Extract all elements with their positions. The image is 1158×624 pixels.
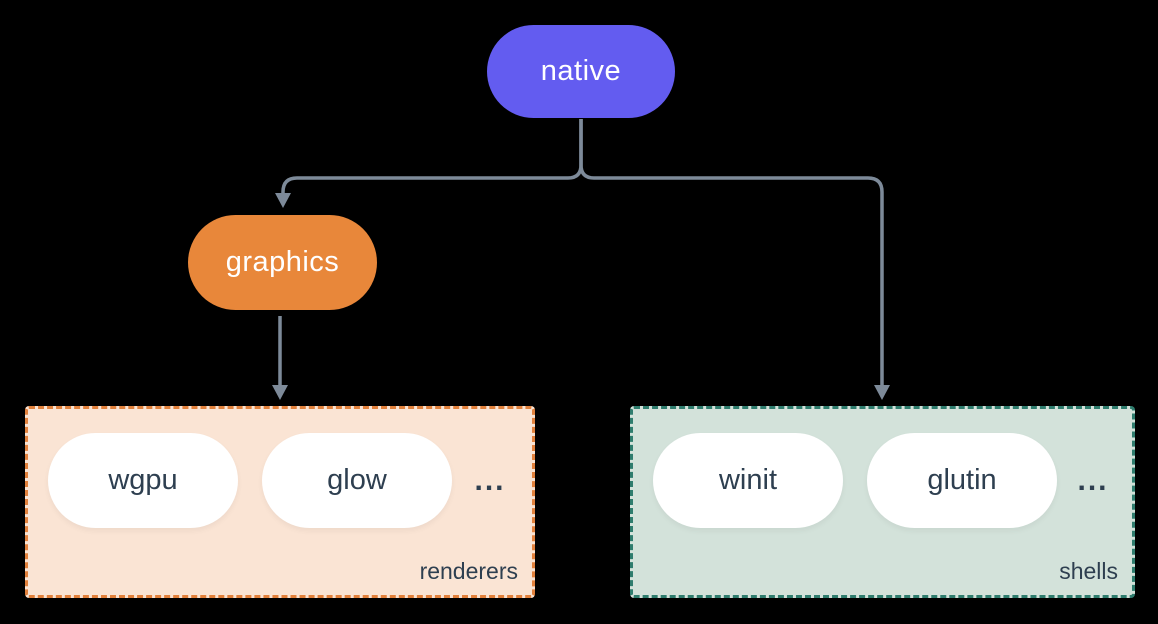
node-glow: glow [262,433,452,528]
node-glow-label: glow [327,464,387,496]
group-label-shells: shells [1059,558,1118,584]
node-native-label: native [540,55,622,87]
node-winit-label: winit [718,464,777,496]
node-graphics-label: graphics [225,246,340,278]
node-native: native [487,25,675,118]
node-glutin-label: glutin [927,464,997,496]
edge-native-to-graphics [281,119,583,194]
arrowhead-shells-icon [874,385,890,400]
node-winit: winit [653,433,843,528]
arrowhead-graphics-icon [275,193,291,208]
group-label-renderers: renderers [419,558,518,584]
group-renderers: wgpu glow ... renderers [25,406,535,598]
node-wgpu: wgpu [48,433,238,528]
arrowhead-renderers-icon [272,385,288,400]
node-graphics: graphics [188,215,377,310]
renderers-ellipsis: ... [474,463,506,497]
group-shells: winit glutin ... shells [630,406,1135,598]
node-glutin: glutin [867,433,1057,528]
edge-native-to-shells [579,119,884,386]
shells-ellipsis: ... [1077,463,1109,497]
node-wgpu-label: wgpu [108,464,178,496]
